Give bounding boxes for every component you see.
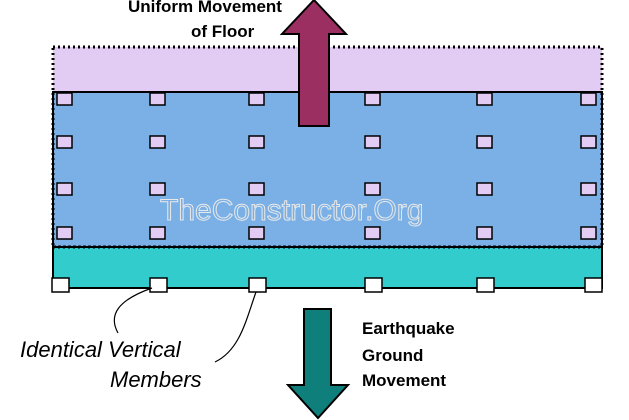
base-member-square	[149, 277, 168, 293]
members-label-line2: Members	[110, 367, 202, 392]
members-label-line1: Identical Vertical	[20, 337, 182, 362]
base-member-square	[364, 277, 383, 293]
member-square	[248, 92, 265, 106]
base-member-square	[51, 277, 70, 293]
member-square	[149, 92, 166, 106]
member-square	[56, 226, 73, 240]
member-square	[364, 135, 381, 149]
leader-line-right	[214, 291, 257, 363]
member-square	[56, 182, 73, 196]
member-square	[580, 92, 597, 106]
member-square	[364, 182, 381, 196]
earthquake-label-line2: Ground	[362, 346, 423, 365]
member-square	[56, 92, 73, 106]
ground-slab	[52, 246, 603, 289]
member-square	[364, 92, 381, 106]
floor-label-line2: of Floor	[191, 22, 255, 41]
vertical-members-grid	[56, 92, 597, 240]
base-members	[51, 277, 603, 293]
base-member-square	[476, 277, 495, 293]
ground-movement-arrow-icon	[285, 308, 351, 420]
base-member-square	[248, 277, 267, 293]
earthquake-label-line3: Movement	[362, 371, 446, 390]
member-square	[149, 182, 166, 196]
member-square	[580, 135, 597, 149]
watermark: TheConstructor.Org	[160, 194, 423, 227]
member-square	[149, 226, 166, 240]
base-member-square	[584, 277, 603, 293]
member-square	[364, 226, 381, 240]
floor-movement-arrow-icon	[279, 0, 349, 127]
floor-label-line1: Uniform Movement	[128, 0, 282, 16]
member-square	[580, 226, 597, 240]
member-square	[476, 182, 493, 196]
member-square	[476, 92, 493, 106]
member-square	[56, 135, 73, 149]
member-square	[149, 135, 166, 149]
leader-line-left	[113, 287, 153, 334]
member-square	[248, 182, 265, 196]
member-square	[248, 135, 265, 149]
member-square	[476, 135, 493, 149]
member-square	[248, 226, 265, 240]
earthquake-label-line1: Earthquake	[362, 319, 455, 338]
member-square	[580, 182, 597, 196]
member-square	[476, 226, 493, 240]
